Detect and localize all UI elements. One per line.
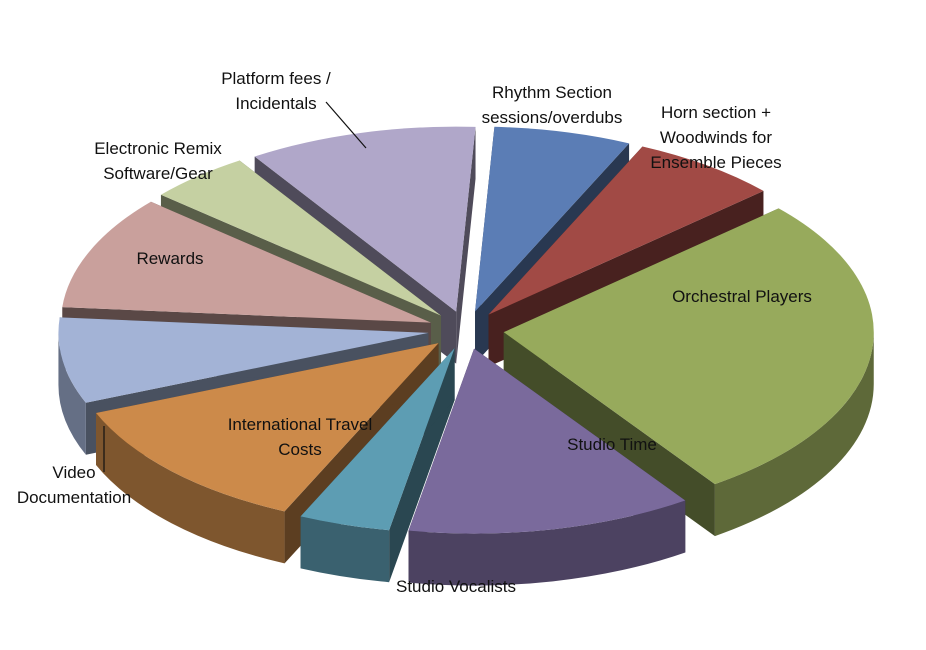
leader-platform-fees-incidentals	[325, 101, 367, 149]
label-line-studio-time-0: Studio Time	[567, 435, 657, 454]
label-platform-fees-incidentals: Platform fees / Incidentals	[221, 69, 331, 113]
label-line-video-documentation-0: Video	[52, 463, 95, 482]
slice-top-rewards	[62, 201, 431, 323]
label-orchestral-players: Orchestral Players	[672, 287, 812, 306]
label-line-rhythm-section-sessions-overdubs-0: Rhythm Section	[492, 83, 612, 102]
slice-top-video-documentation	[58, 317, 429, 403]
leader-lines	[103, 101, 367, 472]
slice-top-orchestral-players	[503, 208, 874, 485]
label-line-orchestral-players-0: Orchestral Players	[672, 287, 812, 306]
slice-rim-studio-time-0	[408, 500, 686, 586]
slice-top-platform-fees-incidentals	[254, 126, 476, 312]
label-rewards: Rewards	[136, 249, 203, 268]
label-studio-vocalists: Studio Vocalists	[396, 577, 516, 596]
slice-studio-time	[408, 348, 686, 586]
label-line-horn-section-woodwinds-for-ensemble-pieces-2: Ensemble Pieces	[650, 153, 781, 172]
label-line-video-documentation-1: Documentation	[17, 488, 131, 507]
label-line-horn-section-woodwinds-for-ensemble-pieces-0: Horn section +	[661, 103, 771, 122]
label-line-platform-fees-incidentals-0: Platform fees /	[221, 69, 331, 88]
label-line-horn-section-woodwinds-for-ensemble-pieces-1: Woodwinds for	[660, 128, 772, 147]
slice-wall-platform-fees-incidentals-1	[456, 126, 476, 364]
slice-top-studio-time	[408, 348, 686, 534]
slice-orchestral-players	[503, 208, 874, 537]
label-line-studio-vocalists-0: Studio Vocalists	[396, 577, 516, 596]
slice-labels: Rhythm Section sessions/overdubs Horn sect…	[17, 69, 812, 596]
label-line-electronic-remix-software-gear-1: Software/Gear	[103, 164, 213, 183]
slice-top-electronic-remix-software-gear	[160, 160, 442, 316]
slice-rim-orchestral-players-0	[714, 332, 874, 537]
label-line-international-travel-costs-1: Costs	[278, 440, 321, 459]
slice-rim-international-travel-costs-0	[96, 413, 285, 564]
slice-top-horn-section-woodwinds-for-ensemble-pieces	[488, 146, 764, 315]
slice-rim-studio-vocalists-0	[300, 516, 390, 583]
label-rhythm-section-sessions-overdubs: Rhythm Section sessions/overdubs	[482, 83, 623, 127]
slice-studio-vocalists	[300, 348, 455, 583]
slice-top-studio-vocalists	[300, 348, 455, 531]
slices-layer	[58, 126, 874, 586]
label-line-rhythm-section-sessions-overdubs-1: sessions/overdubs	[482, 108, 623, 127]
label-line-international-travel-costs-0: International Travel	[228, 415, 373, 434]
label-line-electronic-remix-software-gear-0: Electronic Remix	[94, 139, 222, 158]
slice-rim-video-documentation-0	[58, 332, 86, 455]
label-studio-time: Studio Time	[567, 435, 657, 454]
slice-top-rhythm-section-sessions-overdubs	[475, 126, 630, 312]
label-line-platform-fees-incidentals-1: Incidentals	[235, 94, 316, 113]
label-line-rewards-0: Rewards	[136, 249, 203, 268]
slice-top-international-travel-costs	[96, 343, 439, 512]
